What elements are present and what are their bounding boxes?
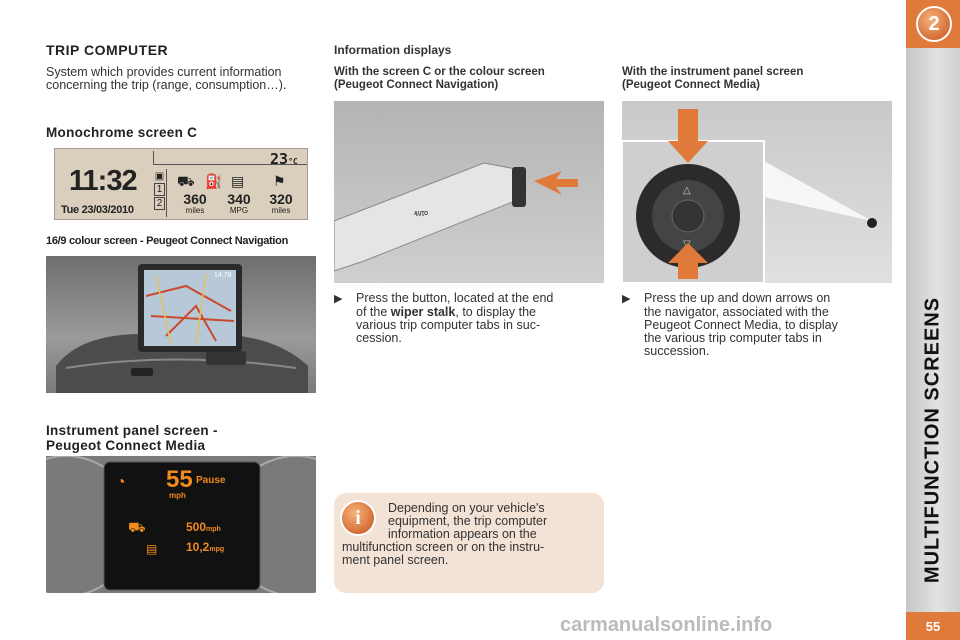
mono-unit: miles [271, 206, 291, 215]
fuel-pump-icon: ⛽ [205, 173, 223, 189]
colA-line: of the wiper stalk, to display the [334, 306, 604, 319]
chequered-flag-icon: ⚑ [273, 173, 286, 189]
wiper-stalk-illustration: ▪ ▪ ▪ [334, 162, 578, 272]
info-displays-title: Information displays [334, 43, 452, 57]
svg-text:▪ ▪ ▪: ▪ ▪ ▪ [416, 213, 424, 219]
range-value: 500 [186, 520, 207, 534]
info-note [334, 493, 604, 593]
colA-text: of the [356, 305, 391, 319]
bullet-mark: ▶ [334, 293, 343, 305]
speedometer-icon: ◔ [116, 474, 126, 491]
trip-intro: System which provides current informatio… [46, 66, 318, 92]
range-car-icon: ⛟ [128, 519, 146, 535]
colA-title-line: (Peugeot Connect Navigation) [334, 79, 499, 91]
bullet-mark: ▶ [622, 293, 631, 305]
colour-screen-photo: 14:78 [46, 256, 316, 393]
consumption-unit: mpg [209, 546, 225, 553]
colA-title: With the screen C or the colour screen (… [334, 66, 606, 92]
note-line: equipment, the trip computer [388, 514, 548, 528]
mono-unit: miles [185, 206, 205, 215]
colB-line: Peugeot Connect Media, to display [644, 318, 838, 332]
instrument-panel-title: Instrument panel screen - Peugeot Connec… [46, 423, 218, 453]
mono-value-3: 320 miles [261, 191, 301, 215]
dashboard-illustration [56, 264, 308, 393]
colA-title-line: With the screen C or the colour screen [334, 66, 545, 78]
tab-2: 2 [154, 197, 165, 210]
range-display: 500mph [186, 520, 221, 534]
speed-value: 55 [166, 466, 193, 493]
mono-value: 340 [227, 191, 251, 207]
footer-watermark: carmanualsonline.info [560, 614, 773, 636]
fuel-can-icon: ▤ [146, 542, 158, 556]
info-icon: i [340, 500, 376, 536]
colA-line: ▶ Press the button, located at the end [334, 292, 604, 306]
mono-screen-title: Monochrome screen C [46, 125, 198, 140]
fuel-can-icon: ▤ [231, 173, 245, 189]
consumption-display: 10,2mpg [186, 540, 224, 554]
colB-instructions: ▶ Press the up and down arrows on the nav… [622, 292, 892, 358]
colA-instructions: ▶ Press the button, located at the end of… [334, 292, 604, 345]
status-label: Pause [196, 475, 226, 486]
instrument-title-line: Peugeot Connect Media [46, 438, 206, 453]
colB-title-line: (Peugeot Connect Media) [622, 79, 761, 91]
colB-line: the navigator, associated with the [644, 305, 829, 319]
colB-line: the various trip computer tabs in [644, 331, 822, 345]
range-car-icon: ⛟ [177, 173, 195, 189]
tab-1: 1 [154, 183, 165, 196]
colA-line: cession. [356, 331, 402, 345]
nav-clock: 14:78 [214, 272, 232, 279]
mono-value-1: 360 miles [175, 191, 215, 215]
chapter-title: MULTIFUNCTION SCREENS [921, 296, 944, 584]
colB-title: With the instrument panel screen (Peugeo… [622, 66, 892, 92]
colour-screen-caption: 16/9 colour screen - Peugeot Connect Nav… [46, 235, 289, 247]
chapter-number: 2 [916, 6, 952, 42]
range-unit: mph [206, 526, 221, 533]
stalk-label: AUTO [414, 211, 429, 217]
temperature: 23°C [270, 150, 298, 168]
wiper-stalk-photo: ▪ ▪ ▪ AUTO [334, 101, 604, 283]
mono-unit: MPG [229, 206, 249, 215]
mono-value: 360 [183, 191, 207, 207]
display-header-line [153, 151, 307, 165]
colA-text: Press the button, located at the end [356, 291, 554, 305]
trip-computer-title: TRIP COMPUTER [46, 42, 169, 58]
mono-value: 320 [269, 191, 293, 207]
speed-unit: mph [169, 491, 186, 500]
instrument-title-line: Instrument panel screen - [46, 423, 218, 438]
colB-text: Press the up and down arrows on [644, 291, 831, 305]
temperature-unit: °C [288, 157, 298, 166]
chapter-sidebar [906, 0, 960, 640]
monochrome-display: 23°C 11:32 Tue 23/03/2010 ▣ 1 2 ⛟ ⛽ ▤ ⚑ … [54, 148, 308, 220]
colB-title-line: With the instrument panel screen [622, 66, 804, 78]
note-text-top: Depending on your vehicle's equipment, t… [388, 502, 596, 541]
clock-time: 11:32 [69, 165, 138, 197]
trip-intro-line: System which provides current informatio… [46, 65, 282, 79]
note-line: ment panel screen. [342, 553, 449, 567]
wiper-stalk-term: wiper stalk [390, 305, 456, 319]
consumption-value: 10,2 [186, 540, 210, 554]
note-line: multifunction screen or on the instru- [342, 540, 545, 554]
note-line: information appears on the [388, 527, 537, 541]
colA-text: , to display the [455, 305, 536, 319]
svg-text:△: △ [683, 185, 691, 196]
colB-line: ▶ Press the up and down arrows on [622, 292, 892, 306]
colB-line: succession. [644, 344, 710, 358]
mono-value-2: 340 MPG [219, 191, 259, 215]
car-icon: ▣ [154, 171, 165, 182]
note-text-bottom: multifunction screen or on the instru- m… [342, 541, 596, 567]
page-number: 55 [906, 612, 960, 640]
steering-control-photo: △ ▽ [622, 101, 892, 283]
temperature-value: 23 [270, 150, 289, 168]
instrument-dials [46, 456, 316, 593]
steering-control-illustration: △ ▽ [622, 109, 877, 283]
date: Tue 23/03/2010 [61, 204, 134, 216]
tab-column: ▣ 1 2 [153, 169, 167, 217]
colA-line: various trip computer tabs in suc- [356, 318, 541, 332]
note-line: Depending on your vehicle's [388, 501, 545, 515]
instrument-panel-photo: ◔ 55 mph Pause ⛟ 500mph ▤ 10,2mpg [46, 456, 316, 593]
trip-intro-line: concerning the trip (range, consumption…… [46, 78, 287, 92]
